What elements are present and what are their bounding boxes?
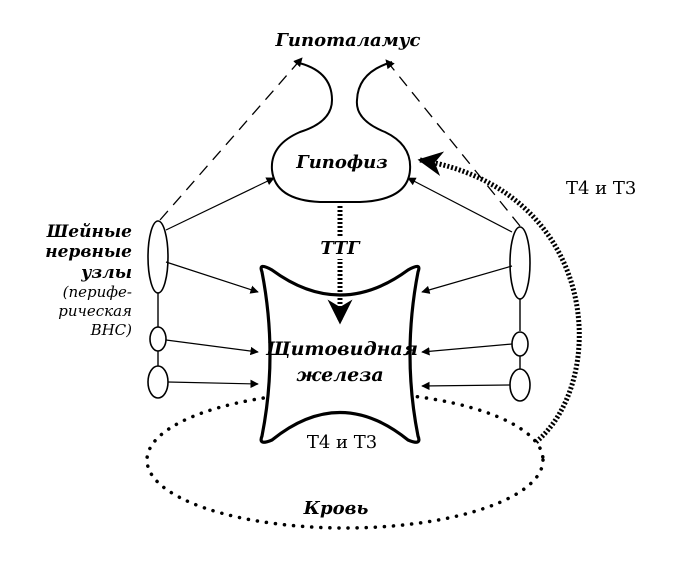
side-line-2: нервные [45,242,132,263]
thyroid-label-line1: Щитовидная [266,338,418,360]
left-dashed-arrow [159,57,303,221]
pituitary-shape [270,61,412,203]
thyroid-gland-shape [259,264,421,444]
t4t3-feedback-arrow [417,151,582,444]
hypothalamus-label: Гипоталамус [275,30,421,51]
side-line-3: узлы [81,262,132,283]
t4t3-feedback-label: Т4 и Т3 [566,178,637,199]
right-ganglia-chain [509,226,531,402]
left-ganglion-large [147,220,169,294]
side-line-6: ВНС) [90,320,132,339]
left-ganglion-small [149,326,167,352]
left-arrow-to-pituitary [165,177,275,231]
thyroid-label-line2: железа [296,364,384,386]
left-ganglia-chain [147,220,169,399]
t4t3-inner-label: Т4 и Т3 [306,432,378,453]
left-arrow-2-to-thyroid [165,339,259,356]
ttg-label: ТТГ [317,238,363,259]
right-dashed-arrow [385,59,521,227]
cervical-ganglia-label: Шейные нервные узлы (перифе- рическая ВН… [12,222,132,339]
right-ganglion-small [511,331,529,357]
pituitary-label: Гипофиз [296,152,388,173]
right-ganglion-large [509,226,531,300]
side-line-4: (перифе- [62,283,132,302]
left-arrow-3-to-thyroid [167,379,259,389]
left-ganglion-bottom [147,365,169,399]
right-ganglion-bottom [509,368,531,402]
side-line-1: Шейные [46,222,132,242]
right-arrow-to-pituitary [407,177,513,233]
right-arrow-3-to-thyroid [421,381,511,391]
left-arrow-1-to-thyroid [165,261,259,294]
right-arrow-2-to-thyroid [421,343,513,356]
side-line-5: рическая [58,301,132,320]
blood-label: Кровь [303,498,369,519]
right-arrow-1-to-thyroid [421,265,513,294]
